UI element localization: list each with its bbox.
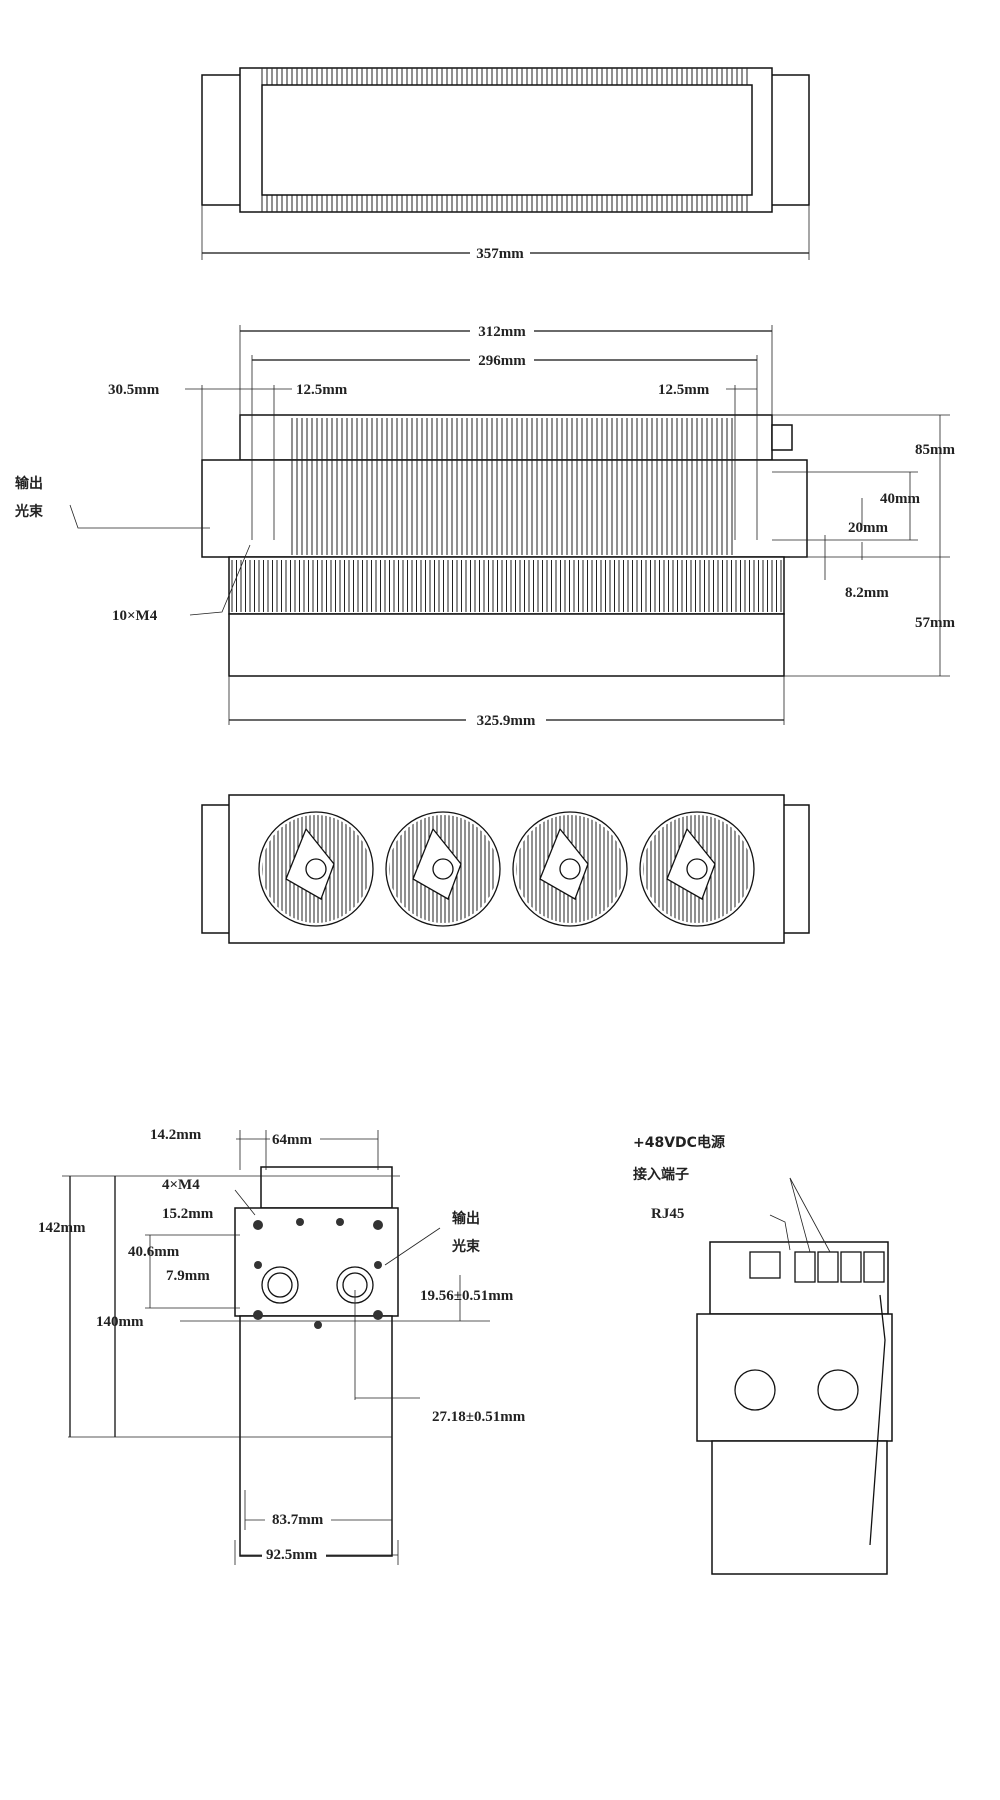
dim-140: 140mm: [96, 1314, 144, 1330]
dim-296: 296mm: [478, 353, 526, 369]
width-label: 357mm: [476, 246, 524, 262]
side-view: 312mm 296mm 30.5mm 12.5mm 12.5mm 85mm 40…: [14, 322, 955, 729]
dim-19-56: 19.56±0.51mm: [420, 1288, 514, 1304]
dim-15-2: 15.2mm: [162, 1206, 214, 1222]
dim-14-2: 14.2mm: [150, 1127, 202, 1143]
top-cover: [261, 84, 753, 196]
dim-85: 85mm: [915, 442, 955, 458]
fan-icon: [639, 811, 755, 927]
dim-27-18: 27.18±0.51mm: [432, 1409, 526, 1425]
dim-92-5: 92.5mm: [266, 1547, 318, 1563]
dim-12-5-right: 12.5mm: [658, 382, 710, 398]
dim-64: 64mm: [272, 1132, 312, 1148]
dim-40: 40mm: [880, 491, 920, 507]
dim-30-5: 30.5mm: [108, 382, 160, 398]
fan-view: [201, 794, 810, 944]
dim-312: 312mm: [478, 324, 526, 340]
dim-142: 142mm: [38, 1220, 86, 1236]
dim-83-7: 83.7mm: [272, 1512, 324, 1528]
output-beam-label: 光束: [14, 503, 44, 520]
power-terminal-label: +48VDC电源: [633, 1134, 725, 1151]
dim-325-9: 325.9mm: [477, 713, 536, 729]
screw-label: 4×M4: [162, 1177, 200, 1193]
output-beam-label: 输出: [452, 1210, 480, 1227]
power-terminal-label: 接入端子: [633, 1166, 689, 1183]
end-view: 14.2mm 64mm 142mm 4×M4 15.2mm 40.6mm 7.9…: [38, 1127, 526, 1565]
output-beam-label: 光束: [451, 1238, 481, 1255]
dim-57: 57mm: [915, 615, 955, 631]
dim-20: 20mm: [848, 520, 888, 536]
rear-view: +48VDC电源 接入端子 RJ45: [633, 1134, 893, 1575]
rj45-label: RJ45: [651, 1206, 684, 1222]
output-beam-label: 输出: [15, 475, 43, 492]
rj45-port-icon: [749, 1251, 781, 1279]
dim-40-6: 40.6mm: [128, 1244, 180, 1260]
dim-7-9: 7.9mm: [166, 1268, 210, 1284]
dim-12-5-left: 12.5mm: [296, 382, 348, 398]
top-view: 357mm: [201, 67, 810, 262]
dim-8-2: 8.2mm: [845, 585, 889, 601]
screw-label: 10×M4: [112, 608, 158, 624]
